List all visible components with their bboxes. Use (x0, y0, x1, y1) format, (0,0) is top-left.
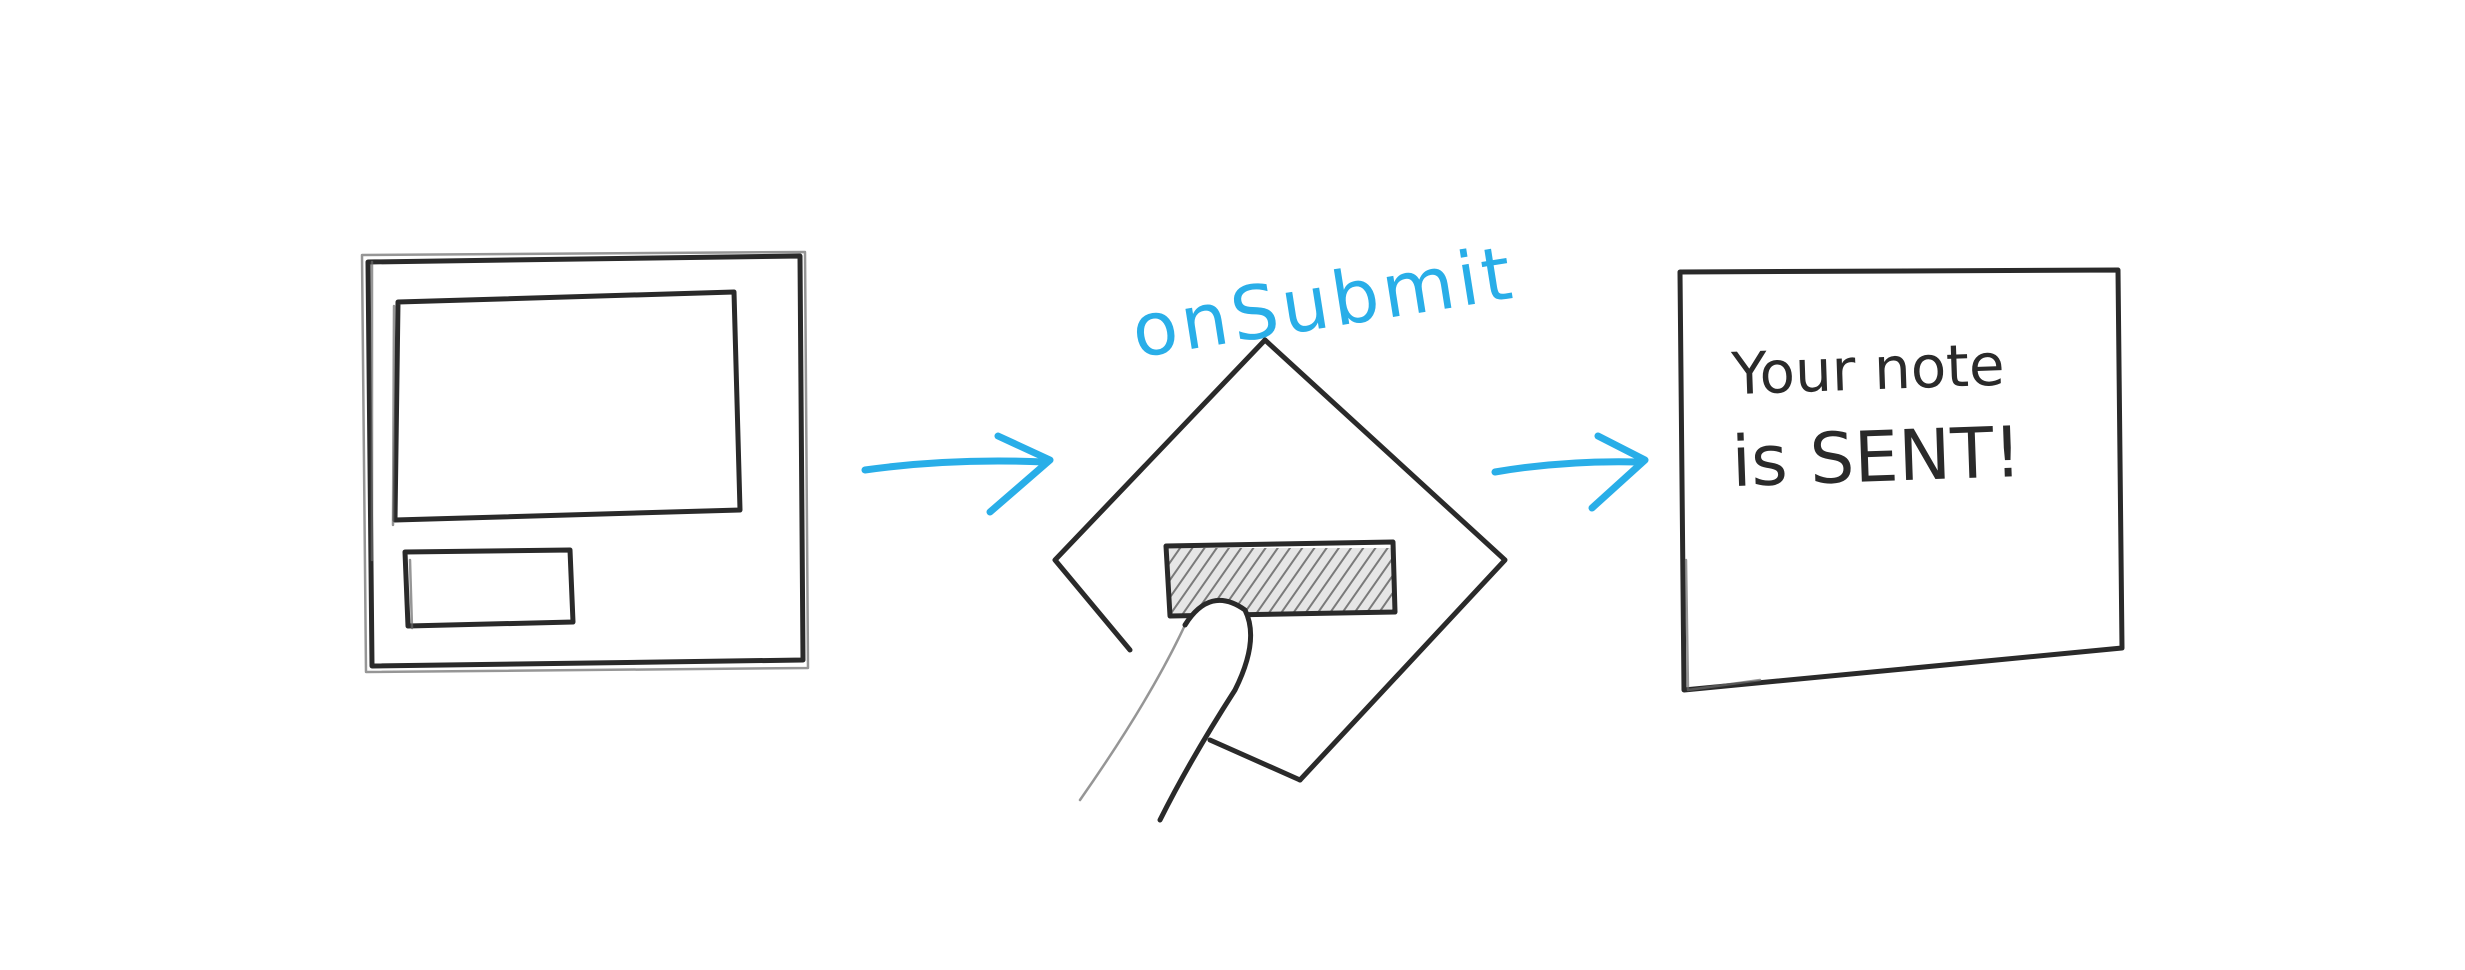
event-label: onSubmit (1126, 230, 1521, 375)
confirmation-line-1: Your note (1730, 331, 2006, 409)
finger-icon (1078, 598, 1254, 823)
submit-action-panel (1052, 337, 1508, 823)
confirmation-line-2: is SENT! (1730, 411, 2023, 503)
arrow-to-submit (861, 432, 1054, 516)
form-button-sketch (402, 547, 576, 630)
arrow-to-confirmation (1491, 432, 1649, 512)
form-textarea-sketch (391, 289, 743, 527)
confirmation-panel: Your note is SENT! (1677, 267, 2125, 693)
form-panel (360, 250, 810, 674)
